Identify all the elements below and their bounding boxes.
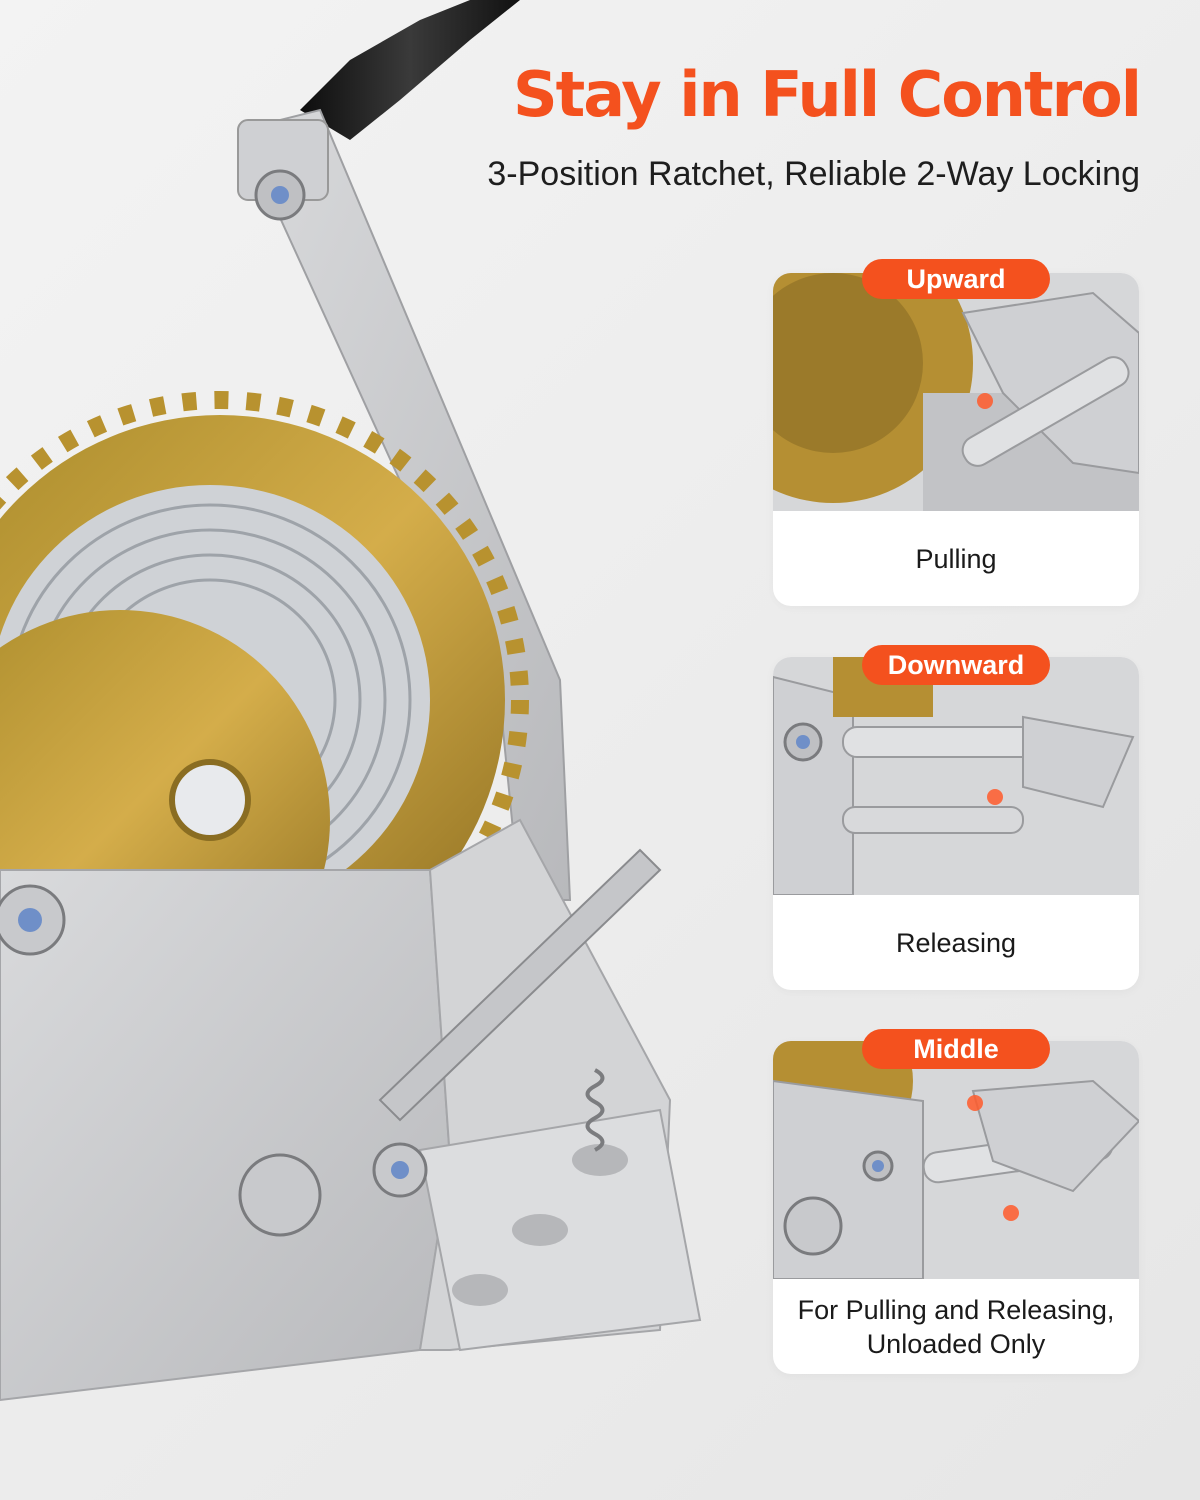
ratchet-pawl-rod xyxy=(378,848,662,1122)
caption-middle: For Pulling and Releasing, Unloaded Only xyxy=(797,1294,1115,1359)
badge-upward: Upward xyxy=(862,259,1050,299)
position-card-downward: Releasing xyxy=(773,657,1139,990)
subheadline: 3-Position Ratchet, Reliable 2-Way Locki… xyxy=(487,155,1140,193)
winch-frame xyxy=(0,869,452,1402)
headline: Stay in Full Control xyxy=(513,58,1142,131)
hand-winch-illustration xyxy=(0,0,702,1402)
ratchet-closeup-upward xyxy=(773,273,1139,511)
badge-downward: Downward xyxy=(862,645,1050,685)
ratchet-closeup-middle xyxy=(773,1041,1139,1279)
caption-downward: Releasing xyxy=(895,927,1017,958)
frame-bolts xyxy=(0,884,428,1237)
position-card-upward: Pulling xyxy=(773,273,1139,606)
handle-grip xyxy=(300,0,520,140)
ratchet-closeup-downward xyxy=(773,657,1139,895)
badge-middle: Middle xyxy=(862,1029,1050,1069)
ratchet-spring xyxy=(585,1068,605,1152)
position-card-middle: For Pulling and Releasing, Unloaded Only xyxy=(773,1041,1139,1374)
caption-upward: Pulling xyxy=(915,543,997,574)
